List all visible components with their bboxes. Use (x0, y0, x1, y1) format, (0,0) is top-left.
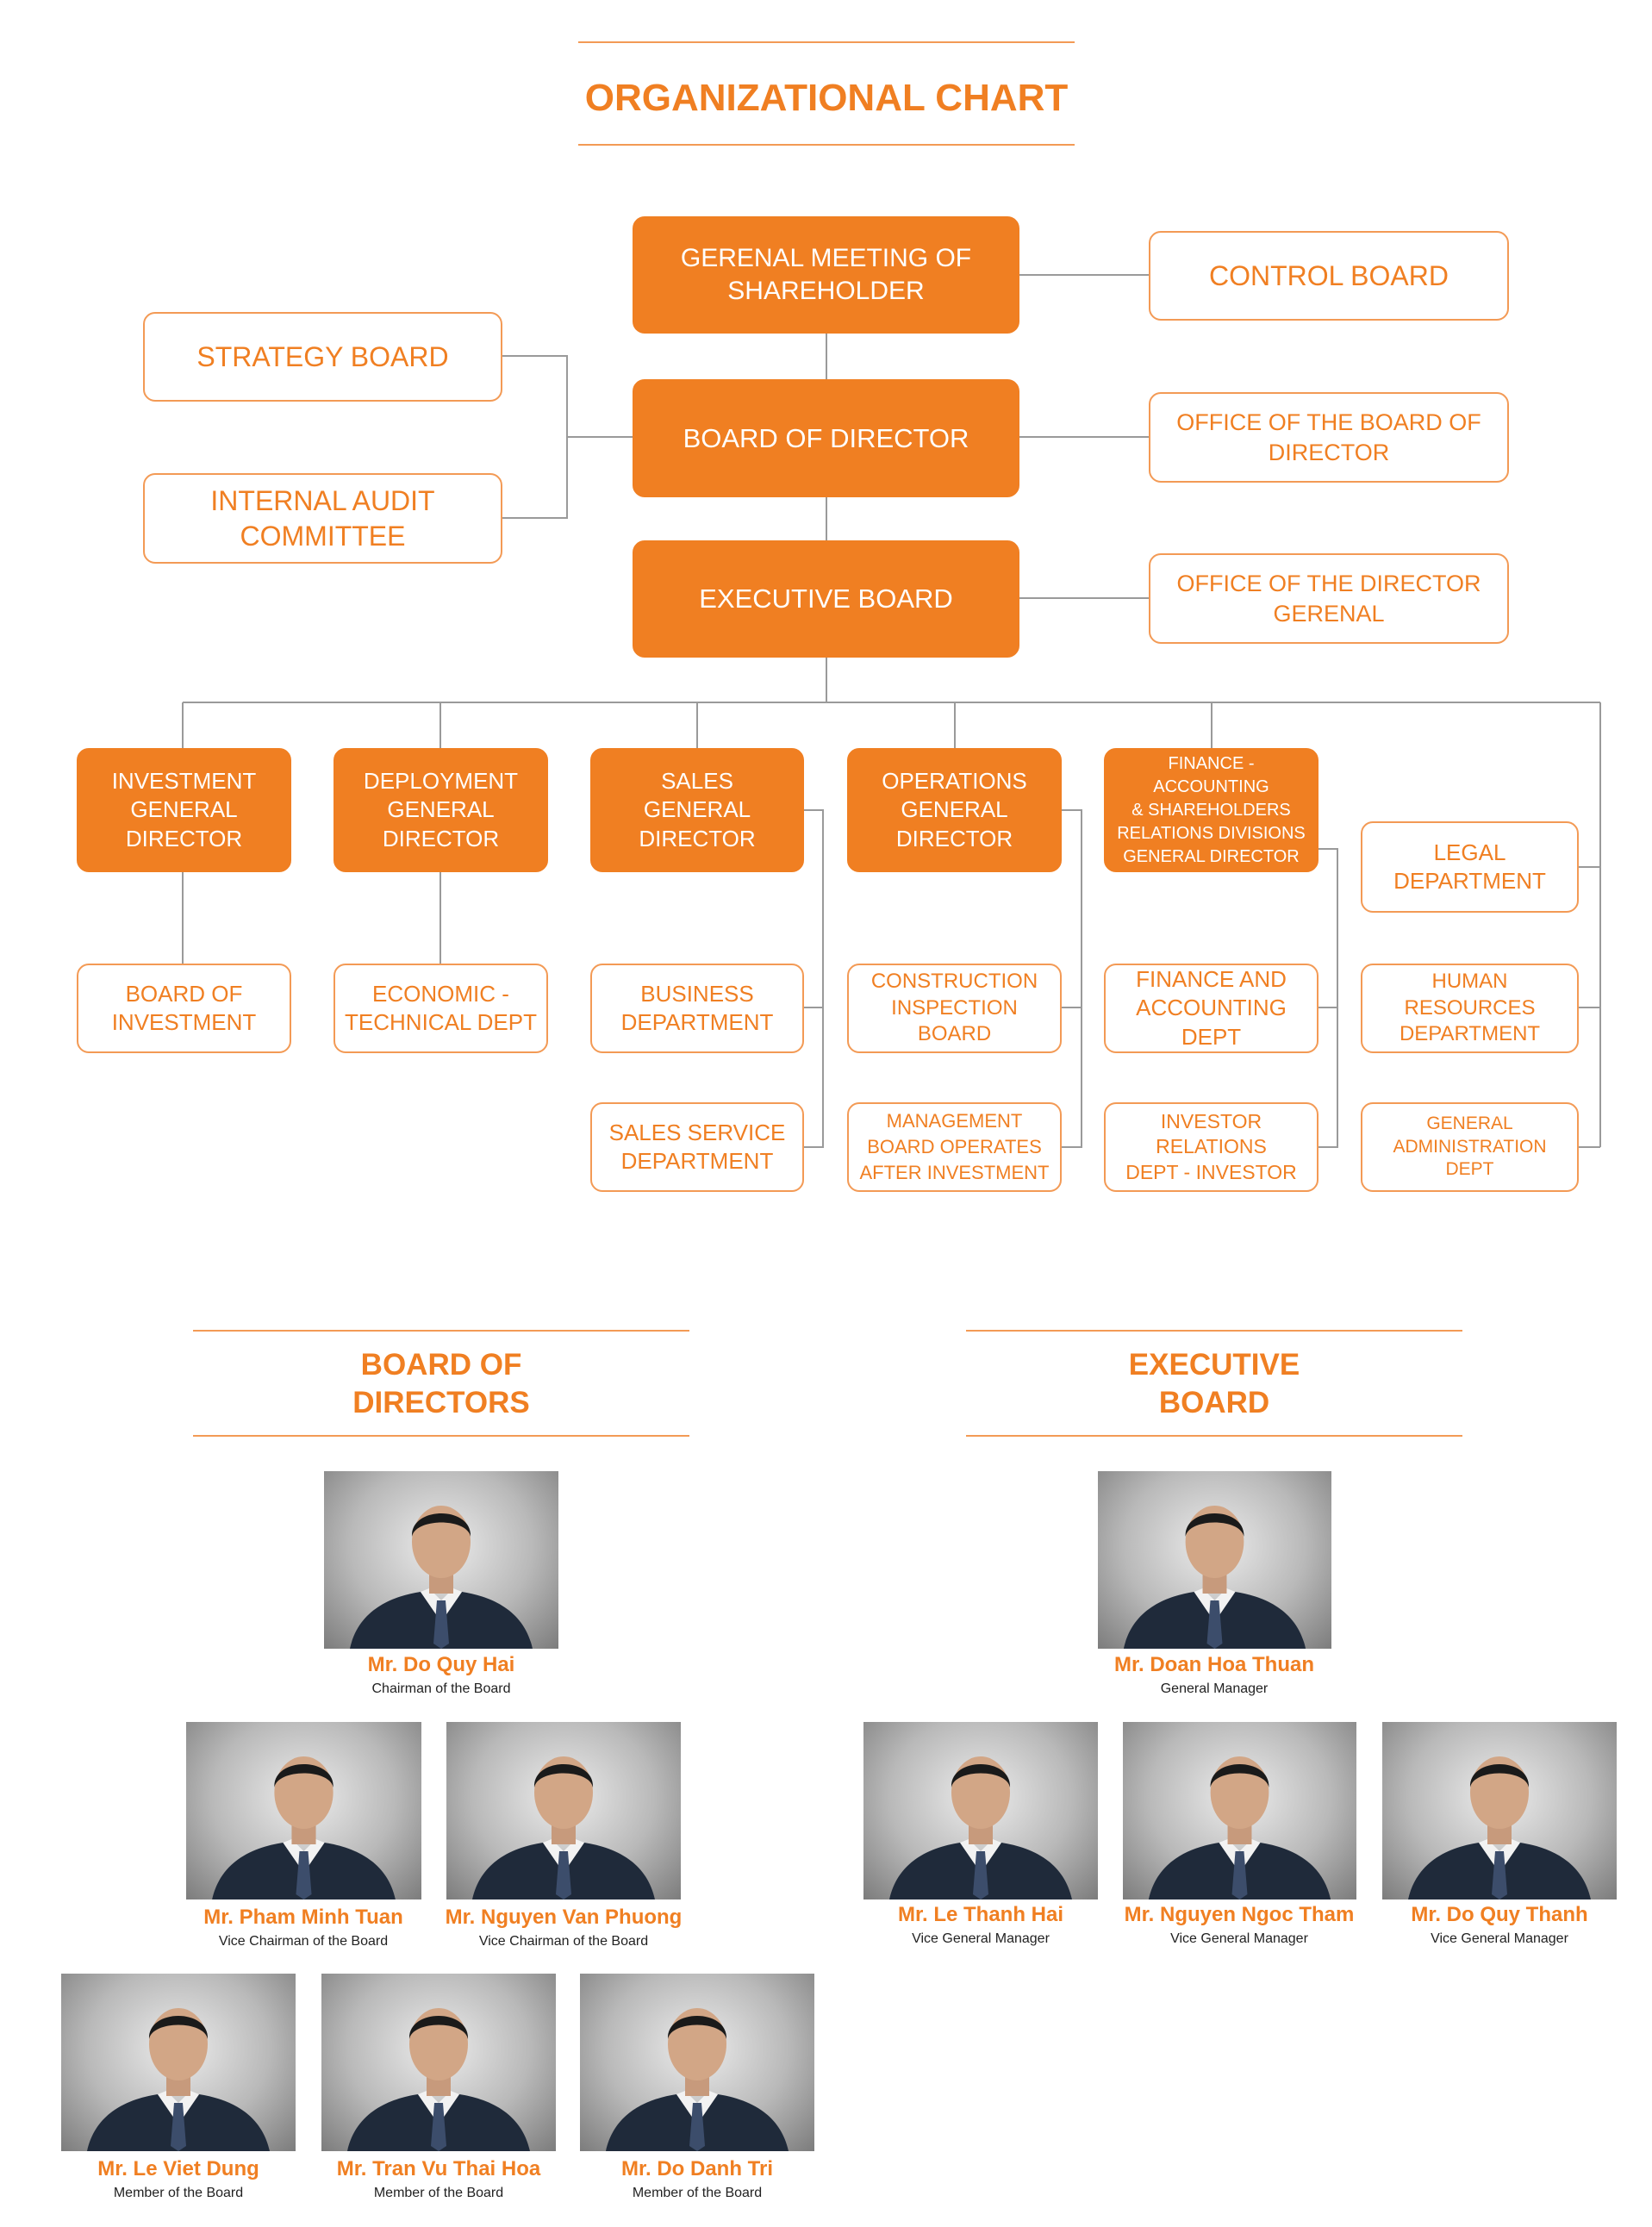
person-role: Vice General Manager (1431, 1931, 1568, 1946)
portrait-nguyen-ngoc-tham (1123, 1722, 1356, 1900)
person-role: General Manager (1160, 1681, 1269, 1696)
node-investor-relations: INVESTOR RELATIONS DEPT - INVESTOR (1104, 1102, 1318, 1192)
node-control-board: CONTROL BOARD (1149, 231, 1509, 321)
portrait-do-quy-thanh (1382, 1722, 1617, 1900)
bod-heading: BOARD OF DIRECTORS (352, 1348, 530, 1419)
portrait-silhouette (212, 1756, 396, 1900)
node-sales-gd: SALES GENERAL DIRECTOR (590, 748, 804, 872)
node-executive-board: EXECUTIVE BOARD (633, 540, 1019, 658)
title-rule-bottom (578, 144, 1075, 146)
exec-rule-bottom (966, 1435, 1462, 1437)
person-name: Mr. Doan Hoa Thuan (1113, 1653, 1314, 1676)
node-hr-dept: HUMAN RESOURCES DEPARTMENT (1361, 964, 1579, 1053)
portrait-nguyen-van-phuong (446, 1722, 681, 1900)
person-role: Member of the Board (373, 2186, 504, 2200)
person-name: Mr. Le Thanh Hai (897, 1903, 1064, 1926)
node-economic-dept: ECONOMIC - TECHNICAL DEPT (334, 964, 548, 1053)
portrait-silhouette (1408, 1756, 1591, 1900)
node-strategy-board: STRATEGY BOARD (143, 312, 502, 402)
node-finance-gd: FINANCE - ACCOUNTING & SHAREHOLDERS RELA… (1104, 748, 1318, 872)
node-business-dept: BUSINESS DEPARTMENT (590, 964, 804, 1053)
node-operations-gd: OPERATIONS GENERAL DIRECTOR (847, 748, 1062, 872)
portrait-silhouette (472, 1756, 655, 1900)
person-name: Mr. Nguyen Van Phuong (445, 1906, 683, 1929)
portrait-silhouette (1148, 1756, 1331, 1900)
person-name: Mr. Do Quy Thanh (1411, 1903, 1588, 1926)
person-name: Mr. Nguyen Ngoc Tham (1124, 1903, 1355, 1926)
portrait-tran-vu-thai-hoa (321, 1974, 556, 2151)
portrait-silhouette (889, 1756, 1072, 1900)
person-name: Mr. Do Danh Tri (620, 2157, 773, 2180)
person-name: Mr. Do Quy Hai (367, 1653, 515, 1676)
node-office-board: OFFICE OF THE BOARD OF DIRECTOR (1149, 392, 1509, 483)
person-role: Member of the Board (113, 2186, 244, 2200)
portrait-do-danh-tri (580, 1974, 814, 2151)
node-office-director: OFFICE OF THE DIRECTOR GERENAL (1149, 553, 1509, 644)
node-internal-audit: INTERNAL AUDIT COMMITTEE (143, 473, 502, 564)
node-board-investment: BOARD OF INVESTMENT (77, 964, 291, 1053)
person-role: Vice Chairman of the Board (478, 1934, 649, 1949)
person-role: Vice General Manager (912, 1931, 1050, 1946)
node-deployment-gd: DEPLOYMENT GENERAL DIRECTOR (334, 748, 548, 872)
node-board-of-director: BOARD OF DIRECTOR (633, 379, 1019, 497)
node-construction-board: CONSTRUCTION INSPECTION BOARD (847, 964, 1062, 1053)
bod-rule-bottom (193, 1435, 689, 1437)
node-management-board: MANAGEMENT BOARD OPERATES AFTER INVESTME… (847, 1102, 1062, 1192)
exec-rule-top (966, 1330, 1462, 1332)
node-general-meeting: GERENAL MEETING OF SHAREHOLDER (633, 216, 1019, 334)
portrait-le-thanh-hai (863, 1722, 1098, 1900)
portrait-silhouette (1123, 1506, 1306, 1649)
portrait-silhouette (347, 2008, 530, 2151)
node-legal-dept: LEGAL DEPARTMENT (1361, 821, 1579, 913)
portrait-silhouette (606, 2008, 789, 2151)
exec-heading: EXECUTIVE BOARD (1128, 1348, 1300, 1419)
title-rule-top (578, 41, 1075, 43)
person-role: Member of the Board (632, 2186, 763, 2200)
node-general-admin: GENERAL ADMINISTRATION DEPT (1361, 1102, 1579, 1192)
person-name: Mr. Tran Vu Thai Hoa (336, 2157, 541, 2180)
node-sales-service-dept: SALES SERVICE DEPARTMENT (590, 1102, 804, 1192)
portrait-doan-hoa-thuan (1098, 1471, 1331, 1649)
person-role: Chairman of the Board (371, 1681, 511, 1696)
page-title: ORGANIZATIONAL CHART (584, 77, 1069, 119)
node-finance-dept: FINANCE AND ACCOUNTING DEPT (1104, 964, 1318, 1053)
portrait-do-quy-hai (324, 1471, 558, 1649)
person-name: Mr. Pham Minh Tuan (203, 1906, 403, 1929)
portrait-silhouette (350, 1506, 533, 1649)
bod-rule-top (193, 1330, 689, 1332)
person-role: Vice General Manager (1170, 1931, 1308, 1946)
portrait-le-viet-dung (61, 1974, 296, 2151)
person-name: Mr. Le Viet Dung (97, 2157, 259, 2180)
portrait-silhouette (87, 2008, 270, 2151)
person-role: Vice Chairman of the Board (218, 1934, 389, 1949)
portrait-pham-minh-tuan (186, 1722, 421, 1900)
node-investment-gd: INVESTMENT GENERAL DIRECTOR (77, 748, 291, 872)
